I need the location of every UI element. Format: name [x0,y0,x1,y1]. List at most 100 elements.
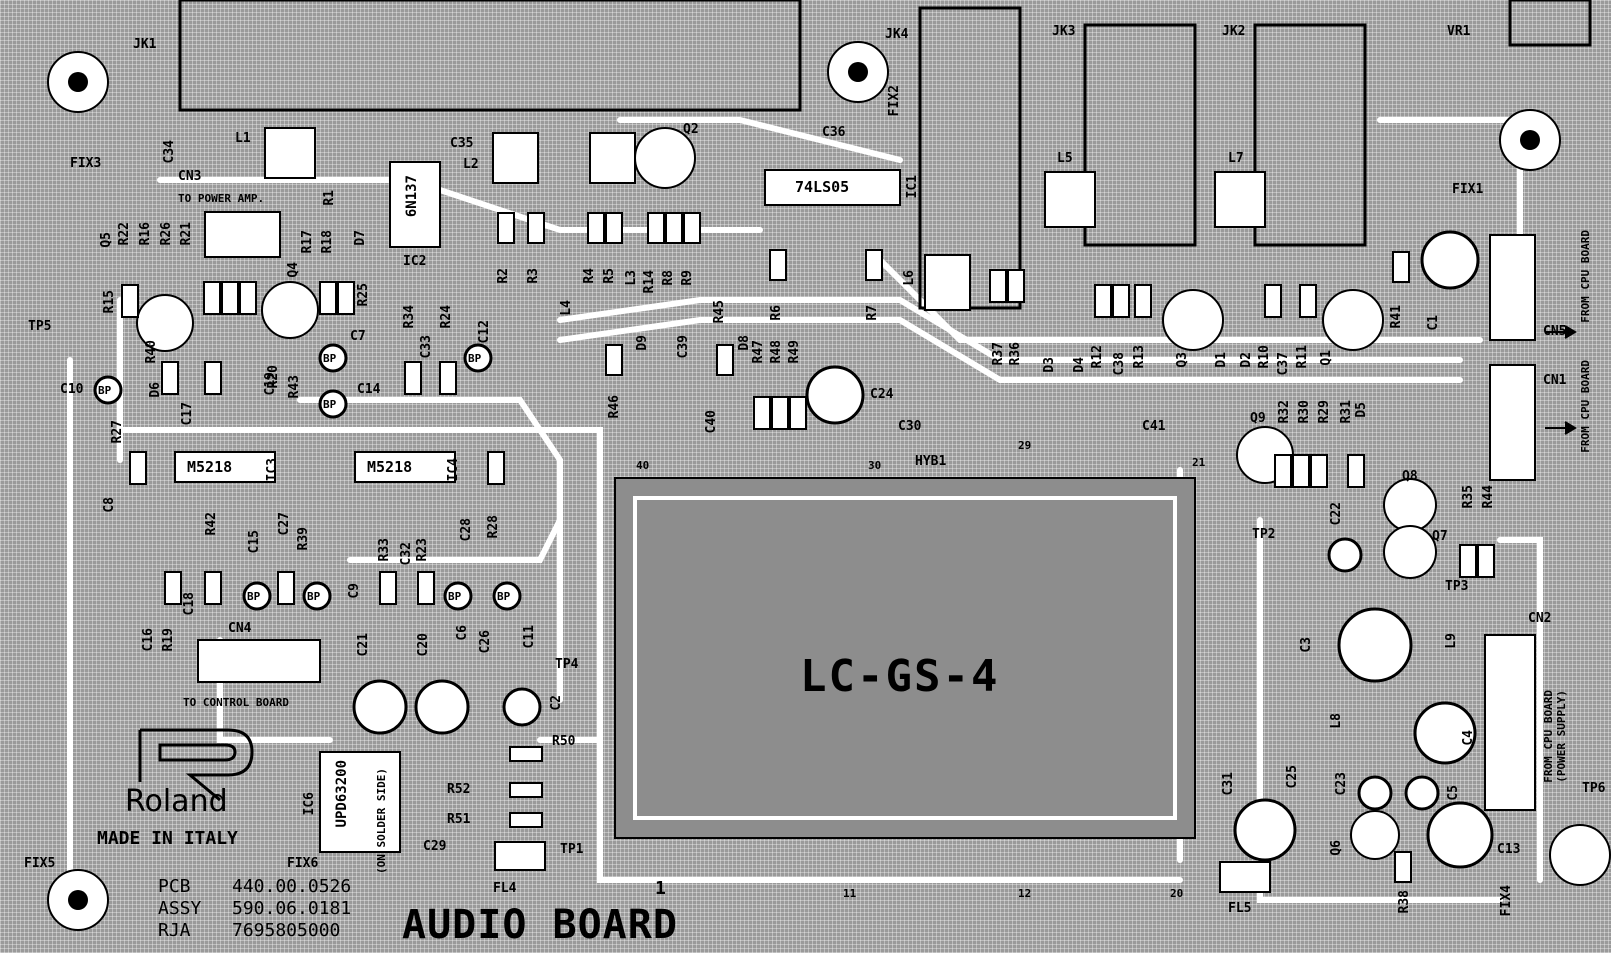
label-c15: C15 [247,530,262,554]
bp-mark-c7: BP [323,352,337,365]
label-q2: Q2 [683,122,699,137]
label-c6: C6 [455,625,470,641]
label-r10: R10 [1257,345,1272,369]
label-l3: L3 [624,270,639,286]
label-r2: R2 [496,268,511,284]
label-d5: D5 [1354,402,1369,418]
hyb-pin-40: 40 [636,459,650,472]
bp-mark-c11: BP [497,590,511,603]
label-c20: C20 [416,633,431,657]
label-r8: R8 [661,270,676,286]
label-jk3: JK3 [1052,24,1076,39]
label-cn2: CN2 [1528,611,1552,626]
label-r52: R52 [447,782,471,797]
vr1-outline [1508,0,1592,47]
label-cn4: CN4 [228,621,252,636]
label-fl4: FL4 [493,881,517,896]
label-c7: C7 [350,329,366,344]
label-ic4: IC4 [446,458,461,482]
label-c38: C38 [1112,352,1127,376]
cn1-body [1489,364,1536,481]
label-q4: Q4 [286,262,301,278]
label-fix4: FIX4 [1499,885,1514,917]
mounting-hole-centers [68,62,1540,910]
cn2-body [1484,634,1536,811]
ic1-body [764,169,901,206]
label-r39: R39 [296,527,311,551]
label-r20: R20 [266,365,281,389]
label-c34: C34 [162,140,177,164]
hyb1-label: HYB1 [915,454,947,469]
label-r22: R22 [117,222,132,246]
label-l4: L4 [559,300,574,316]
label-r51: R51 [447,812,471,827]
label-ic1: IC1 [905,175,920,199]
label-c36: C36 [822,125,846,140]
label-r19: R19 [161,628,176,652]
label-c3: C3 [1299,637,1314,653]
label-c26: C26 [478,630,493,654]
connector-arrows [1545,325,1577,435]
note-to-control-board: TO CONTROL BOARD [183,696,289,709]
label-r28: R28 [486,515,501,539]
label-c27: C27 [277,512,292,536]
made-in-label: MADE IN ITALY [97,828,238,849]
label-jk4: JK4 [885,27,909,42]
label-d3: D3 [1042,357,1057,373]
label-c23: C23 [1334,772,1349,796]
cn3-body [204,211,281,258]
label-c32: C32 [399,542,414,566]
label-fix5: FIX5 [24,856,56,871]
note-on-solder-side: (ON SOLDER SIDE) [375,768,388,874]
label-r23: R23 [415,538,430,562]
label-c31: C31 [1221,772,1236,796]
label-c11: C11 [522,625,537,649]
hyb-pin-12: 12 [1018,887,1032,900]
hyb-pin-29: 29 [1018,439,1032,452]
hyb1-inner-trace [633,496,1177,820]
hyb-pin-1: 1 [655,878,666,899]
label-ic2: IC2 [403,254,427,269]
label-r48: R48 [769,340,784,364]
hyb-pin-20: 20 [1170,887,1184,900]
resistor-bodies [121,212,1495,883]
jk1-outline [178,0,802,112]
roland-logo-mark [138,728,254,802]
label-fix2: FIX2 [887,85,902,117]
label-r4: R4 [582,268,597,284]
label-c18: C18 [182,592,197,616]
jk2-outline [1253,23,1367,247]
label-l2: L2 [463,157,479,172]
assy-label: ASSY [158,898,202,919]
bp-mark-c6: BP [448,590,462,603]
ic6-part: UPD63200 [334,760,350,828]
label-r31: R31 [1339,400,1354,424]
label-r41: R41 [1389,305,1404,329]
label-cn5: CN5 [1543,324,1567,339]
label-r44: R44 [1481,485,1496,509]
hyb-pin-11: 11 [843,887,857,900]
bp-capacitors [93,343,522,611]
module-name: LC-GS-4 [800,651,1000,702]
label-c22: C22 [1329,502,1344,526]
note-from-cpu-board-power-1: FROM CPU BOARD [1542,690,1555,783]
label-c13: C13 [1497,842,1521,857]
label-c24: C24 [870,387,894,402]
label-r1: R1 [322,190,337,206]
label-tp1: TP1 [560,842,584,857]
cn5-body [1489,234,1536,341]
board-title: AUDIO BOARD [402,902,678,948]
ic3-part: M5218 [187,458,233,476]
label-r27: R27 [110,420,125,444]
label-ic3: IC3 [265,458,280,482]
label-q7: Q7 [1432,529,1448,544]
label-l6: L6 [902,270,917,286]
label-r24: R24 [439,305,454,329]
label-l7: L7 [1228,151,1244,166]
label-d6: D6 [148,382,163,398]
brand-name: Roland [125,784,228,819]
transistor-outlines [136,127,1437,860]
label-c5: C5 [1446,785,1461,801]
label-d7: D7 [353,230,368,246]
label-tp2: TP2 [1252,527,1276,542]
